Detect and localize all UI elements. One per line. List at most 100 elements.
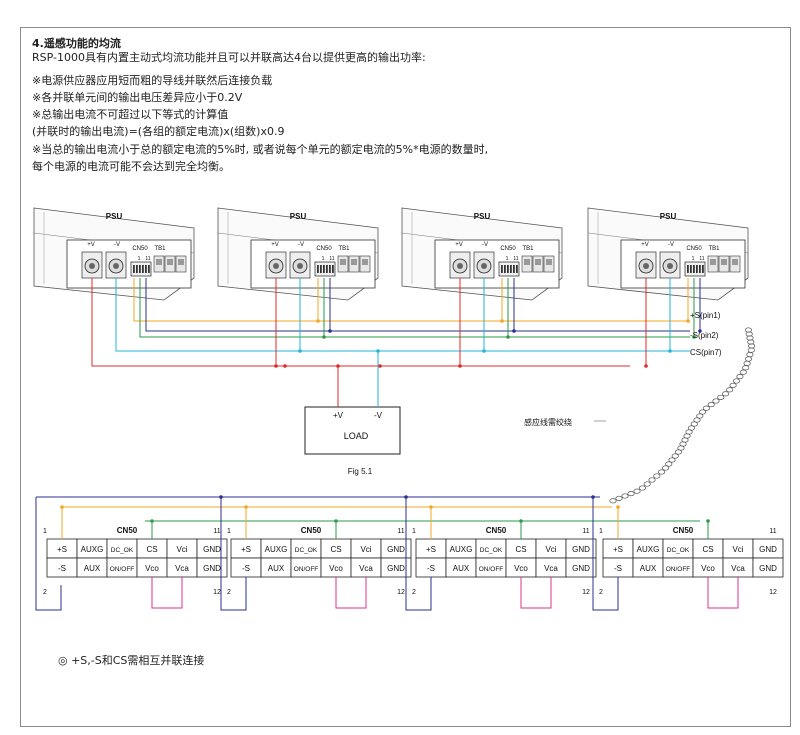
junction-dot: [692, 335, 696, 339]
footer-note: ◎ +S,-S和CS需相互并联连接: [58, 654, 205, 667]
psu-cn50-pin: [690, 265, 692, 273]
junction-dot: [429, 505, 433, 509]
junction-dot: [644, 364, 648, 368]
cn50-cell-label: ON/OFF: [110, 566, 135, 573]
cn50-title: CN50: [673, 526, 694, 535]
junction-dot: [686, 319, 690, 323]
cn50-cell-label: DC_OK: [295, 547, 318, 554]
cn50-cell-label: DC_OK: [480, 547, 503, 554]
twist-loop: [643, 481, 651, 487]
psu-pin-11: 11: [699, 256, 704, 262]
twist-loop: [702, 405, 710, 411]
twist-loop: [743, 360, 751, 366]
twist-loop: [729, 382, 737, 388]
cn50-cell-label: AUX: [84, 564, 101, 573]
twist-loop: [739, 369, 747, 375]
cn50-pin-11: 11: [582, 528, 589, 535]
psu-cn50-pin: [507, 265, 509, 273]
load-minus-label: -V: [374, 411, 383, 420]
psu-tb1-screw: [340, 259, 346, 265]
psu-cn50-pin: [320, 265, 322, 273]
psu-pin-1: 1: [322, 256, 325, 262]
psu-label: PSU: [290, 212, 307, 221]
junction-dot: [60, 505, 64, 509]
junction-dot: [334, 519, 338, 523]
twist-loop: [615, 495, 623, 501]
cn50-cell-label: +S: [613, 545, 623, 554]
psu-minus-v-label: -V: [114, 242, 120, 248]
psu-cn50-pin: [696, 265, 698, 273]
load-box: [304, 406, 401, 455]
psu-cn50-pin: [145, 265, 147, 273]
twist-loop: [722, 391, 730, 397]
twist-loop: [638, 485, 646, 491]
psu-label: PSU: [106, 212, 123, 221]
cn50-cell-label: Vco: [701, 564, 715, 573]
psu-cn50-pin: [133, 265, 135, 273]
junction-dot: [616, 505, 620, 509]
psu-cn50-pin: [699, 265, 701, 273]
psu-pin-11: 11: [329, 256, 334, 262]
cn50-cell-label: GND: [759, 545, 777, 554]
minus-v-bus: [115, 278, 690, 352]
twist-loop: [747, 339, 755, 345]
junction-dot: [336, 364, 340, 368]
cn50-cell-label: DC_OK: [111, 547, 134, 554]
minus-s-drop: [220, 497, 247, 611]
cn50-cell-label: AUX: [268, 564, 285, 573]
cn50-pin-12: 12: [213, 589, 221, 596]
psu-cn50-pin: [687, 265, 689, 273]
cn50-cell-label: GND: [759, 564, 777, 573]
note-4: (并联时的输出电流)=(各组的额定电流)x(组数)x0.9: [32, 125, 285, 138]
psu-tb1-screw: [362, 259, 368, 265]
psu-cn50-pin: [501, 265, 503, 273]
twist-loop: [746, 352, 754, 358]
plus-s-label: +S(pin1): [690, 311, 721, 320]
cn50-cell-label: ON/OFF: [479, 566, 504, 573]
section-heading: 4.遥感功能的均流: [32, 37, 121, 50]
twist-loop: [621, 493, 629, 499]
junction-dot: [322, 335, 326, 339]
junction-dot: [500, 319, 504, 323]
psu-tb1-screw: [351, 259, 357, 265]
twist-loop: [653, 473, 661, 479]
cn50-cell: [196, 557, 228, 578]
minus-s-bus: [145, 278, 690, 332]
psu-tb1-label: TB1: [154, 246, 166, 252]
cn50-cell-label: -S: [427, 564, 435, 573]
psu-tb1-screw: [732, 259, 738, 265]
psu-plus-v-label: +V: [271, 242, 279, 248]
note-3: ※总输出电流不可超过以下等式的计算值: [32, 108, 229, 121]
cn50-cell-label: +S: [241, 545, 251, 554]
cn50-cell-label: CS: [515, 545, 526, 554]
twist-loop: [674, 449, 682, 455]
twist-loop: [726, 387, 734, 393]
cn50-cell-label: GND: [572, 564, 590, 573]
cn50-cell-label: -S: [242, 564, 250, 573]
plus-s-bus: [133, 278, 690, 322]
cn50-cell-label: DC_OK: [667, 547, 690, 554]
figure-frame: [20, 27, 791, 727]
cn50-cell-label: Vca: [544, 564, 558, 573]
psu-tb1-screw: [167, 259, 173, 265]
junction-dot: [283, 364, 287, 368]
psu-label: PSU: [474, 212, 491, 221]
cn50-pin-2: 2: [412, 589, 416, 596]
psu-cn50-pin: [332, 265, 334, 273]
cn50-cell-label: Vca: [731, 564, 745, 573]
psu-cn50-pin: [142, 265, 144, 273]
cn50-cell-label: Vci: [176, 545, 187, 554]
psu-tb1-screw: [710, 259, 716, 265]
psu-cn50-pin: [148, 265, 150, 273]
twist-loop: [658, 469, 666, 475]
junction-dot: [378, 364, 382, 368]
cn50-cell-label: Vco: [329, 564, 343, 573]
psu-cn50-pin: [323, 265, 325, 273]
junction-dot: [316, 319, 320, 323]
psu-cn50-label: CN50: [686, 246, 702, 252]
psu-plus-terminal-screw: [273, 263, 279, 269]
cn50-cell-label: Vco: [145, 564, 159, 573]
